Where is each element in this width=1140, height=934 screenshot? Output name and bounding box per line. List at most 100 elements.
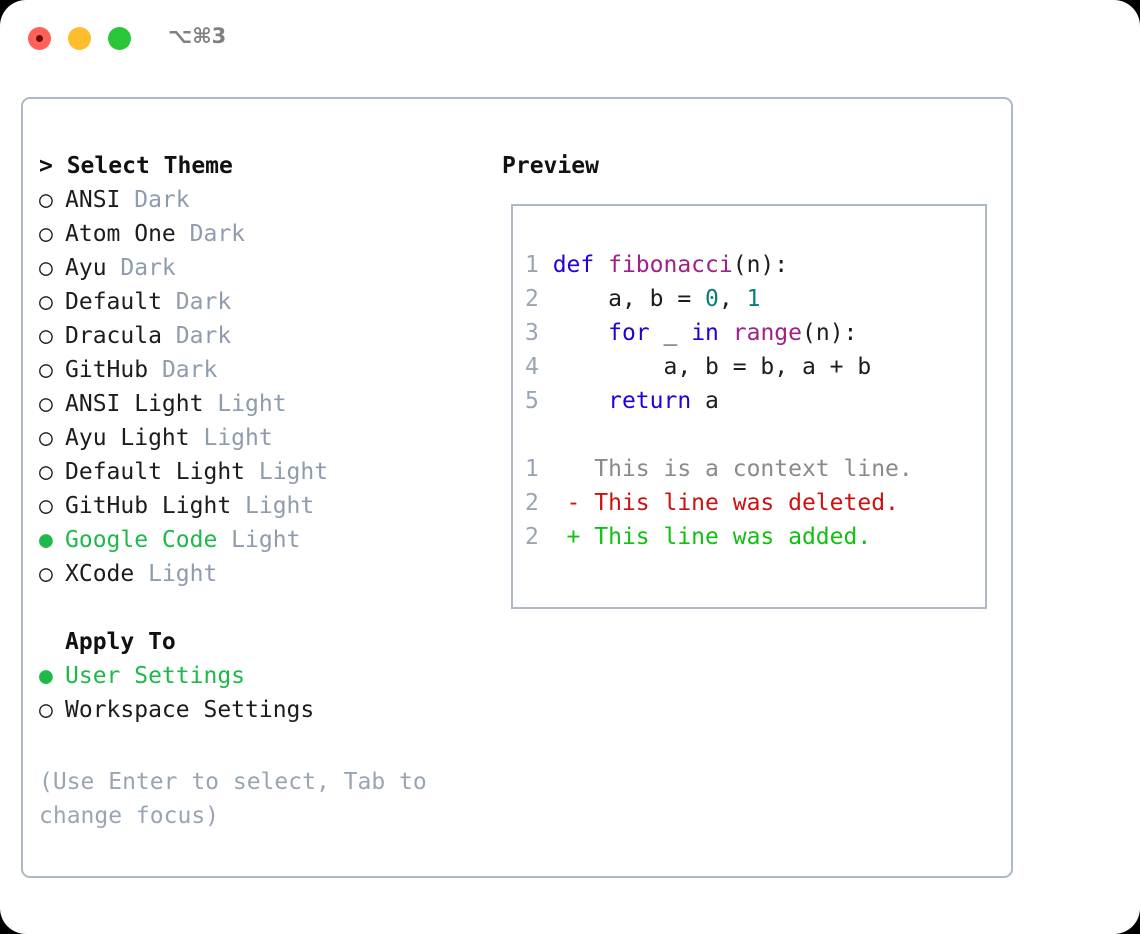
theme-option-label: GitHub (65, 357, 149, 383)
diff-line-add: 2 + This line was added. (525, 520, 977, 554)
apply-to-option-workspace-settings[interactable]: ○ Workspace Settings (39, 693, 489, 727)
theme-option-label: XCode (65, 561, 135, 587)
code-token: return (608, 388, 692, 414)
theme-variant-badge: Dark (148, 357, 218, 383)
minimize-button[interactable] (68, 27, 91, 50)
preview-heading: Preview (502, 153, 599, 179)
theme-option-label: ANSI (65, 187, 121, 213)
line-number: 4 (525, 354, 553, 380)
radio-unselected-icon: ○ (39, 459, 53, 485)
line-number: 2 (525, 490, 553, 516)
theme-option-label: Dracula (65, 323, 162, 349)
theme-option-list: ○ANSI Dark○Atom One Dark○Ayu Dark○Defaul… (39, 183, 489, 591)
theme-option-label: Ayu (65, 255, 107, 281)
code-token: a, b = b, a + b (552, 354, 872, 380)
code-token: a (691, 388, 719, 414)
code-token: , (718, 286, 747, 312)
preview-panel: Preview 1 def fibonacci(n):2 a, b = 0, 1… (502, 149, 992, 609)
theme-option-atom-one[interactable]: ○ Atom One Dark (39, 217, 489, 251)
code-token: (n): (732, 252, 789, 278)
select-theme-heading-label: Select Theme (66, 153, 233, 179)
theme-variant-badge: Dark (106, 255, 176, 281)
code-token (719, 320, 733, 346)
theme-option-label: Default (65, 289, 162, 315)
theme-option-default-light[interactable]: ○ Default Light Light (39, 455, 489, 489)
theme-variant-badge: Light (189, 425, 273, 451)
line-number: 3 (525, 320, 553, 346)
apply-to-heading: Apply To (65, 629, 176, 655)
theme-option-label: Atom One (65, 221, 176, 247)
theme-option-ayu[interactable]: ○ Ayu Dark (39, 251, 489, 285)
theme-option-ayu-light[interactable]: ○Ayu Light Light (39, 421, 489, 455)
radio-unselected-icon: ○ (39, 697, 53, 723)
theme-option-label: GitHub Light (65, 493, 232, 519)
diff-line-text: This is a context line. (552, 456, 913, 482)
theme-option-default[interactable]: ○ Default Dark (39, 285, 489, 319)
theme-option-xcode[interactable]: ○ XCode Light (39, 557, 489, 591)
prompt-caret: > (39, 153, 67, 179)
theme-variant-badge: Light (134, 561, 218, 587)
theme-variant-badge: Light (217, 527, 301, 553)
theme-variant-badge: Light (203, 391, 287, 417)
code-token: 1 (746, 286, 761, 312)
radio-selected-icon: ● (39, 527, 53, 553)
theme-picker-card: > Select Theme ○ANSI Dark○Atom One Dark○… (21, 97, 1013, 878)
line-number: 5 (525, 388, 553, 414)
close-button[interactable] (28, 27, 51, 50)
radio-unselected-icon: ○ (39, 323, 53, 349)
line-number: 2 (525, 524, 553, 550)
radio-selected-icon: ● (39, 663, 53, 689)
line-number: 2 (525, 286, 553, 312)
radio-unselected-icon: ○ (39, 289, 53, 315)
code-diff-separator (525, 418, 977, 452)
code-token (553, 320, 608, 346)
theme-variant-badge: Dark (161, 289, 232, 315)
code-line: 2 a, b = 0, 1 (525, 282, 977, 316)
code-token (553, 388, 608, 414)
theme-option-label: Google Code (65, 527, 218, 553)
keyboard-hint-text: (Use Enter to select, Tab to change focu… (39, 769, 427, 829)
radio-unselected-icon: ○ (39, 255, 53, 281)
radio-unselected-icon: ○ (39, 357, 53, 383)
title-bar: ⌥⌘3 (0, 0, 1140, 78)
theme-option-ansi-light[interactable]: ○ANSI Light Light (39, 387, 489, 421)
theme-list-panel: > Select Theme ○ANSI Dark○Atom One Dark○… (39, 149, 489, 727)
radio-unselected-icon: ○ (39, 561, 53, 587)
theme-variant-badge: Light (245, 459, 329, 485)
maximize-button[interactable] (108, 27, 131, 50)
code-line: 1 def fibonacci(n): (525, 248, 977, 282)
code-token: in (691, 320, 719, 346)
theme-option-label: Default Light (65, 459, 246, 485)
radio-unselected-icon: ○ (39, 391, 53, 417)
theme-option-ansi[interactable]: ○ANSI Dark (39, 183, 489, 217)
theme-option-label: Ayu Light (65, 425, 190, 451)
code-token: 0 (705, 286, 719, 312)
apply-to-option-label: Workspace Settings (65, 697, 315, 723)
code-token: (n): (802, 320, 858, 346)
theme-variant-badge: Dark (161, 323, 232, 349)
apply-to-option-user-settings[interactable]: ●User Settings (39, 659, 489, 693)
diff-line-del: 2 - This line was deleted. (525, 486, 977, 520)
keyboard-shortcut-label: ⌥⌘3 (168, 24, 227, 48)
theme-variant-badge: Light (231, 493, 315, 519)
code-token: range (732, 320, 802, 346)
code-line: 3 for _ in range(n): (525, 316, 977, 350)
theme-option-dracula[interactable]: ○ Dracula Dark (39, 319, 489, 353)
theme-option-google-code[interactable]: ● Google Code Light (39, 523, 489, 557)
diff-line-text: - This line was deleted. (552, 490, 899, 516)
theme-option-github-light[interactable]: ○GitHub Light Light (39, 489, 489, 523)
code-token: for (608, 320, 650, 346)
line-number: 1 (525, 252, 553, 278)
theme-option-github[interactable]: ○ GitHub Dark (39, 353, 489, 387)
diff-line-ctx: 1 This is a context line. (525, 452, 977, 486)
theme-variant-badge: Dark (175, 221, 246, 247)
code-token: _ (649, 320, 692, 346)
radio-unselected-icon: ○ (39, 221, 53, 247)
code-line: 5 return a (525, 384, 977, 418)
diff-lines: 1 This is a context line.2 - This line w… (525, 452, 977, 554)
apply-to-option-list: ●User Settings ○ Workspace Settings (39, 659, 489, 727)
